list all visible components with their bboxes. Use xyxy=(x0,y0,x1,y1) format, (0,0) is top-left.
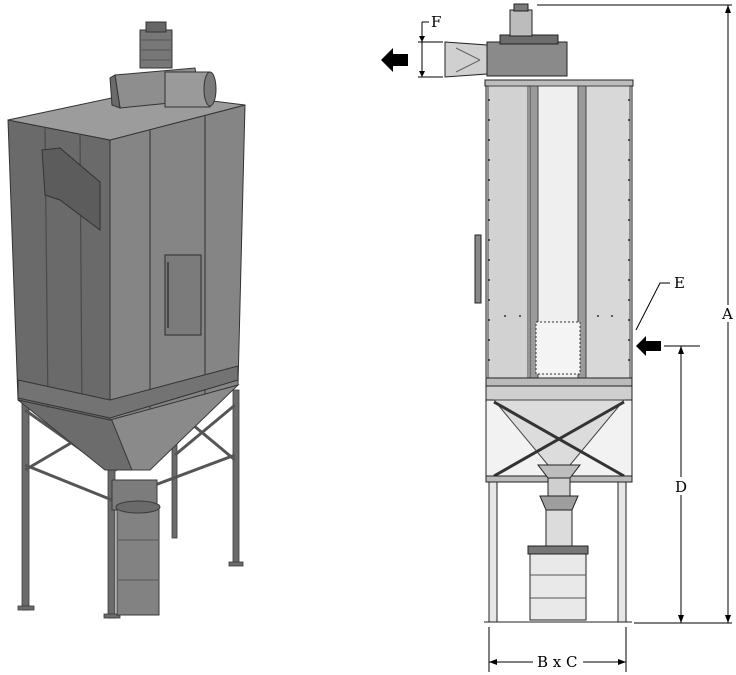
right-elevation xyxy=(444,3,634,623)
dim-label-E: E xyxy=(674,274,685,292)
dimensions: A D E F B x C xyxy=(381,4,733,672)
fan-assembly xyxy=(109,21,217,109)
inlet-arrow xyxy=(636,336,661,356)
discharge-and-drum xyxy=(527,464,589,621)
top-deck xyxy=(484,79,634,87)
left-3d-rendering xyxy=(7,21,246,619)
main-housing xyxy=(7,91,246,421)
side-handle xyxy=(474,234,482,304)
housing-body xyxy=(474,85,633,387)
access-door xyxy=(535,321,581,375)
dim-label-BxC: B x C xyxy=(537,653,578,671)
outlet-arrow xyxy=(381,48,408,72)
dim-label-F: F xyxy=(431,13,441,31)
support-legs xyxy=(17,377,244,619)
dim-label-D: D xyxy=(675,478,687,496)
elevation-legs xyxy=(484,481,632,623)
dim-label-A: A xyxy=(721,305,733,323)
collection-drum xyxy=(111,479,161,616)
fan-housing xyxy=(444,3,568,78)
